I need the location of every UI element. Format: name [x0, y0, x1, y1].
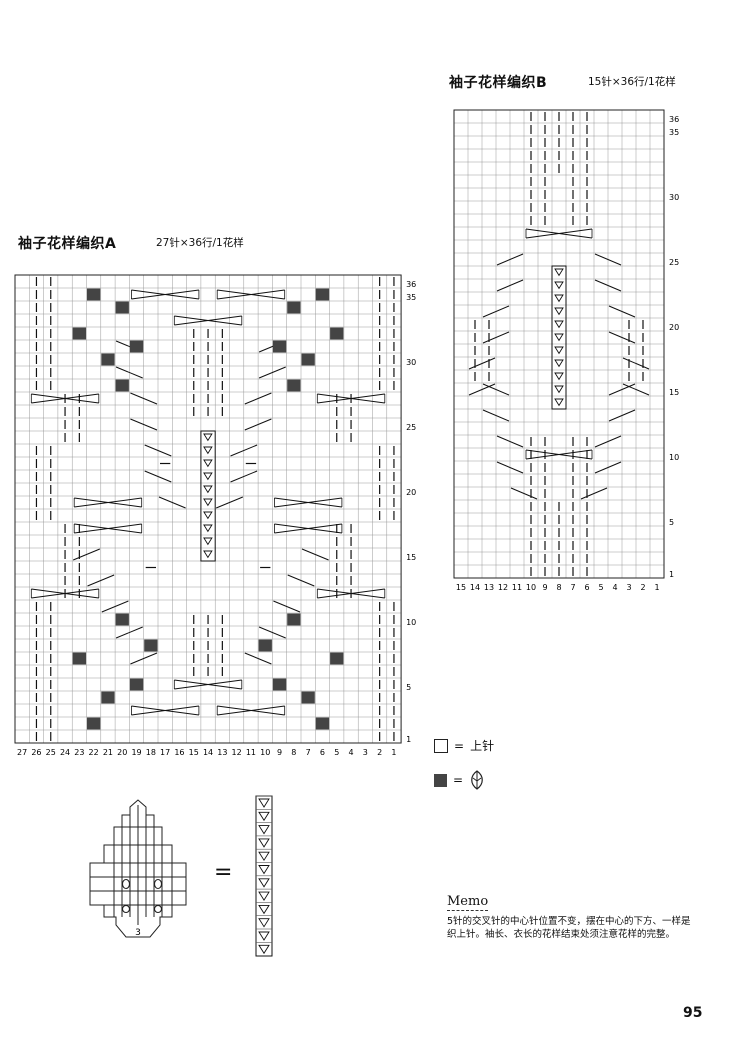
empty-square-icon	[434, 738, 448, 753]
col-label: 24	[60, 748, 70, 757]
col-label: 8	[556, 583, 561, 592]
row-label: 1	[406, 735, 411, 744]
chart-a-subtitle: 27针×36行/1花样	[156, 237, 244, 249]
col-label: 17	[160, 748, 170, 757]
row-label: 10	[406, 618, 416, 627]
col-label: 22	[89, 748, 99, 757]
col-label: 15	[456, 583, 466, 592]
col-label: 18	[146, 748, 156, 757]
col-label: 5	[598, 583, 603, 592]
col-label: 4	[349, 748, 354, 757]
memo-title: Memo	[447, 894, 489, 911]
col-label: 23	[74, 748, 84, 757]
col-label: 9	[277, 748, 282, 757]
col-label: 1	[654, 583, 659, 592]
col-label: 16	[174, 748, 184, 757]
legend-knit-label: 上针	[470, 739, 495, 753]
row-label: 15	[669, 388, 679, 397]
col-label: 9	[542, 583, 547, 592]
col-label: 3	[363, 748, 368, 757]
col-label: 19	[131, 748, 141, 757]
col-label: 12	[498, 583, 508, 592]
col-label: 20	[117, 748, 127, 757]
row-label: 36	[406, 280, 416, 289]
row-label: 10	[669, 453, 679, 462]
col-label: 10	[260, 748, 270, 757]
col-label: 6	[320, 748, 325, 757]
col-label: 1	[391, 748, 396, 757]
row-label: 35	[406, 293, 416, 302]
col-label: 27	[17, 748, 27, 757]
row-label: 25	[406, 423, 416, 432]
col-label: 7	[570, 583, 575, 592]
memo-text: 5针的交叉针的中心针位置不变，摆在中心的下方、一样是织上针。袖长、衣长的花样结束…	[447, 916, 691, 940]
col-label: 10	[526, 583, 536, 592]
filled-square-icon	[434, 773, 447, 787]
row-label: 15	[406, 553, 416, 562]
col-label: 2	[640, 583, 645, 592]
row-label: 30	[406, 358, 416, 367]
col-label: 25	[46, 748, 56, 757]
row-label: 36	[669, 115, 679, 124]
detail-count: 3	[135, 928, 141, 938]
page-number: 95	[683, 1005, 703, 1021]
col-label: 15	[189, 748, 199, 757]
row-label: 25	[669, 258, 679, 267]
col-label: 21	[103, 748, 113, 757]
col-label: 11	[246, 748, 256, 757]
legend-filled: =	[434, 770, 485, 790]
row-label: 20	[669, 323, 679, 332]
legend-eq-2: =	[453, 773, 464, 787]
leaf-motif-diagram: 3	[89, 799, 187, 938]
chart-b-title: 袖子花样编织B	[449, 75, 548, 91]
legend-knit: = 上针	[434, 737, 494, 754]
chart-a-title: 袖子花样编织A	[18, 236, 117, 252]
col-label: 13	[217, 748, 227, 757]
col-label: 11	[512, 583, 522, 592]
col-label: 13	[484, 583, 494, 592]
detail-equals: =	[214, 860, 233, 885]
col-label: 14	[470, 583, 480, 592]
col-label: 14	[203, 748, 213, 757]
legend-eq-1: =	[454, 738, 465, 753]
col-label: 26	[31, 748, 41, 757]
col-label: 3	[626, 583, 631, 592]
memo-box: Memo 5针的交叉针的中心针位置不变，摆在中心的下方、一样是织上针。袖长、衣长…	[447, 890, 697, 941]
row-label: 20	[406, 488, 416, 497]
row-label: 5	[669, 518, 674, 527]
row-label: 5	[406, 683, 411, 692]
leaf-stitch-icon	[471, 770, 483, 790]
col-label: 8	[291, 748, 296, 757]
col-label: 4	[612, 583, 617, 592]
col-label: 5	[334, 748, 339, 757]
col-label: 7	[306, 748, 311, 757]
col-label: 2	[377, 748, 382, 757]
row-label: 30	[669, 193, 679, 202]
triangle-column-diagram	[255, 795, 273, 957]
col-label: 6	[584, 583, 589, 592]
row-label: 35	[669, 128, 679, 137]
col-label: 12	[232, 748, 242, 757]
chart-b-subtitle: 15针×36行/1花样	[588, 76, 676, 88]
row-label: 1	[669, 570, 674, 579]
